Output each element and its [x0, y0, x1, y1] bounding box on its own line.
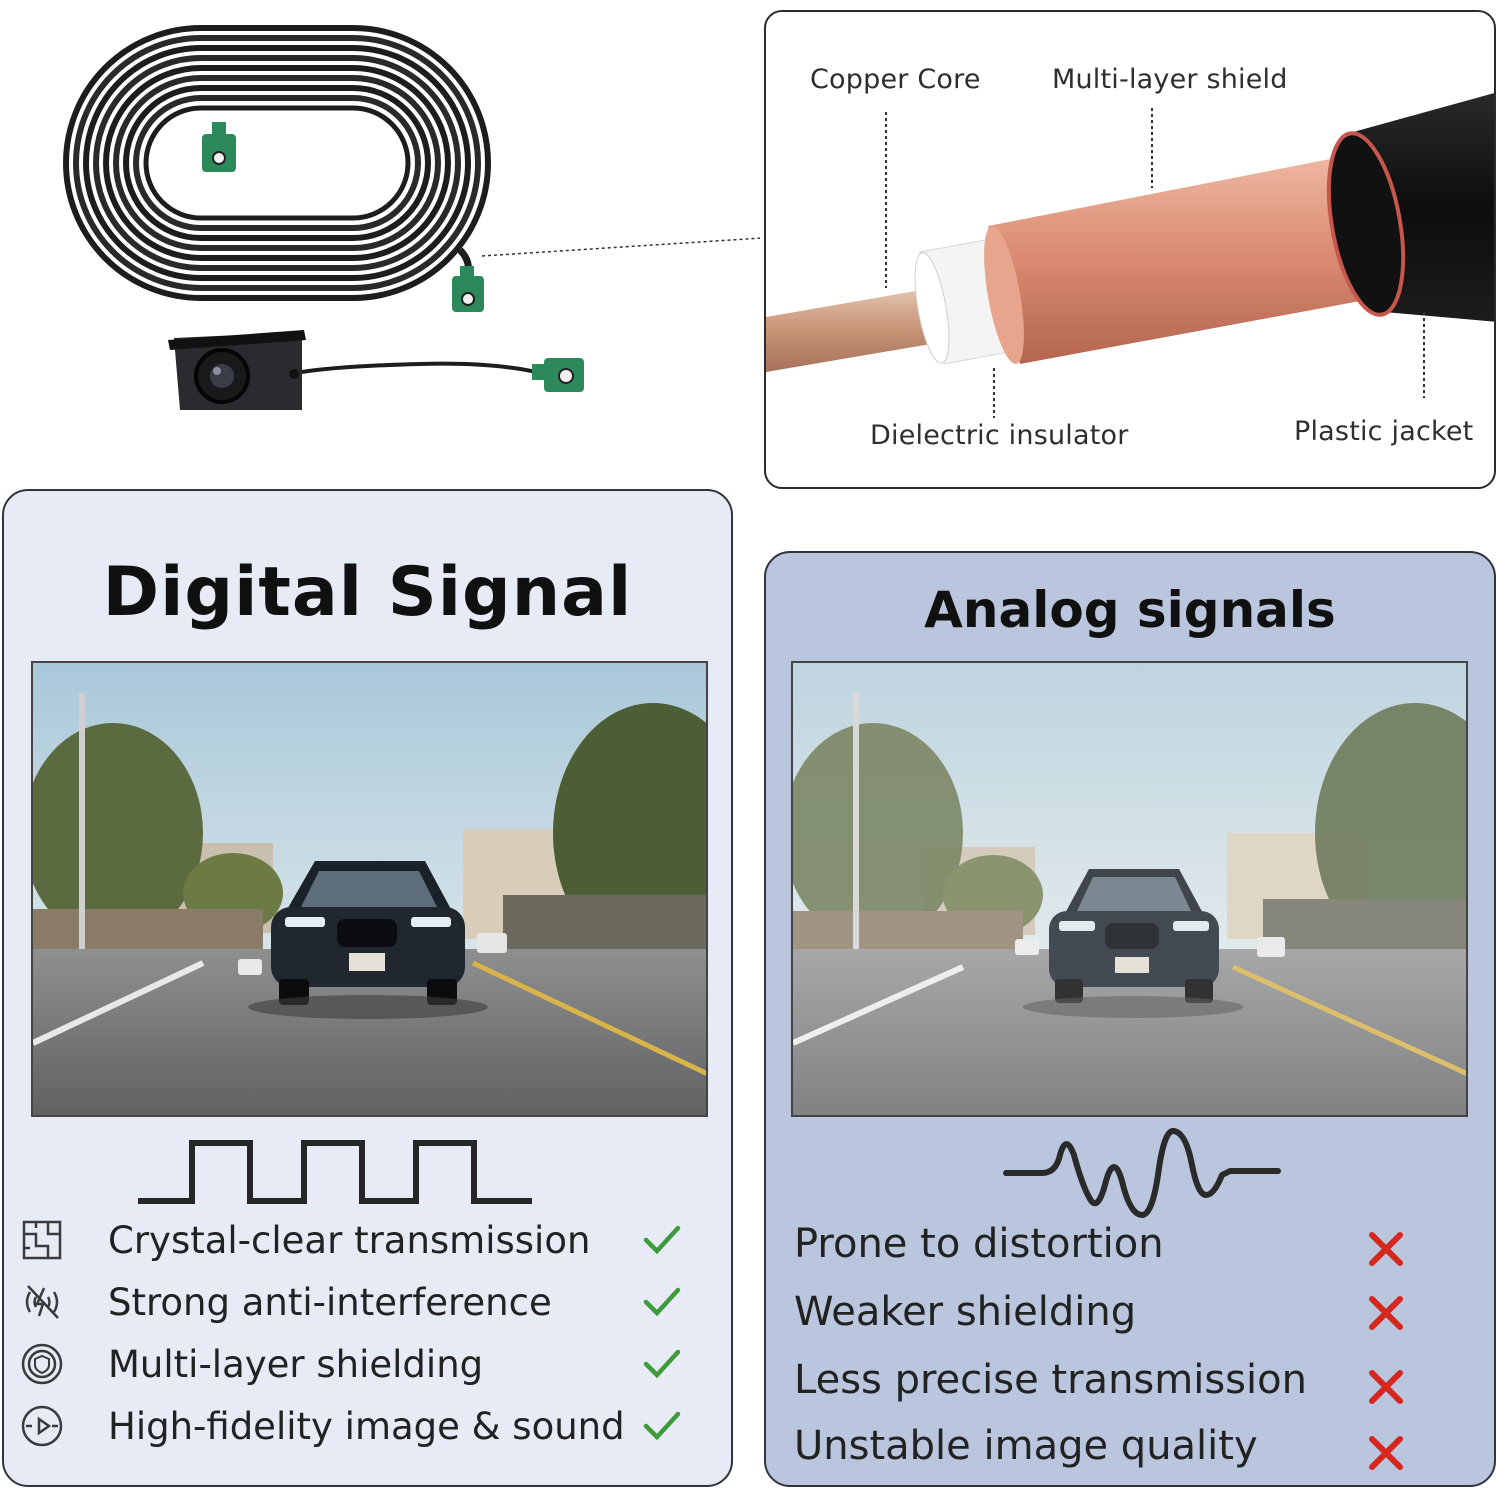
no-signal-icon	[25, 1285, 59, 1319]
label-copper-core: Copper Core	[810, 64, 981, 95]
cross-icon	[1369, 1232, 1403, 1266]
analog-feature-label: Less precise transmission	[794, 1357, 1307, 1403]
digital-signal-title: Digital Signal	[102, 553, 633, 632]
label-multilayer-shield: Multi-layer shield	[1052, 64, 1288, 95]
inner-fakra-connector	[202, 122, 236, 172]
analog-signals-panel: Analog signals	[764, 551, 1496, 1487]
analog-camera-view	[791, 661, 1468, 1117]
digital-feature-label: Multi-layer shielding	[108, 1342, 484, 1386]
outer-fakra-connector	[452, 266, 484, 312]
analog-feature-label: Prone to distortion	[794, 1221, 1164, 1267]
multilayer-shield	[988, 152, 1398, 364]
cable-cross-section: Copper Core Multi-layer shield Dielectri…	[764, 10, 1496, 489]
digital-signal-panel: Digital Signal	[2, 489, 733, 1487]
cross-icon	[1369, 1370, 1403, 1404]
cross-icon	[1369, 1436, 1403, 1470]
shield-target-icon	[21, 1343, 63, 1385]
analog-feature-label: Unstable image quality	[794, 1423, 1258, 1469]
digital-feature-list: Crystal-clear transmission Strong anti-i…	[20, 1215, 720, 1475]
analog-sine-wave	[1003, 1128, 1281, 1218]
car-sharp	[271, 861, 465, 1005]
reversing-camera	[168, 330, 306, 410]
check-icon	[643, 1287, 681, 1317]
check-icon	[643, 1349, 681, 1379]
coiled-cable	[63, 25, 491, 301]
label-dielectric-insulator: Dielectric insulator	[870, 420, 1129, 451]
check-icon	[643, 1411, 681, 1441]
digital-feature-label: Strong anti-interference	[108, 1280, 552, 1324]
street-scene-soft	[793, 663, 1466, 1115]
analog-feature-list: Prone to distortion Weaker shielding Les…	[794, 1217, 1474, 1477]
street-scene-sharp	[33, 663, 706, 1115]
circuit-icon	[22, 1220, 62, 1260]
digital-feature-label: Crystal-clear transmission	[108, 1218, 591, 1262]
copper-core	[766, 284, 966, 372]
coax-cable-diagram	[766, 93, 1494, 418]
play-wave-icon	[21, 1405, 63, 1447]
product-illustration	[40, 10, 760, 450]
analog-feature-label: Weaker shielding	[794, 1289, 1137, 1335]
label-plastic-jacket: Plastic jacket	[1294, 416, 1474, 447]
digital-square-wave	[138, 1140, 532, 1204]
digital-camera-view	[31, 661, 708, 1117]
digital-feature-label: High-fidelity image & sound	[108, 1404, 625, 1448]
check-icon	[643, 1225, 681, 1255]
coiled-cable-and-camera	[63, 25, 760, 410]
car-soft	[1049, 869, 1219, 1003]
camera-fakra-connector	[532, 358, 584, 392]
analog-signals-title: Analog signals	[924, 581, 1336, 639]
cross-icon	[1369, 1296, 1403, 1330]
